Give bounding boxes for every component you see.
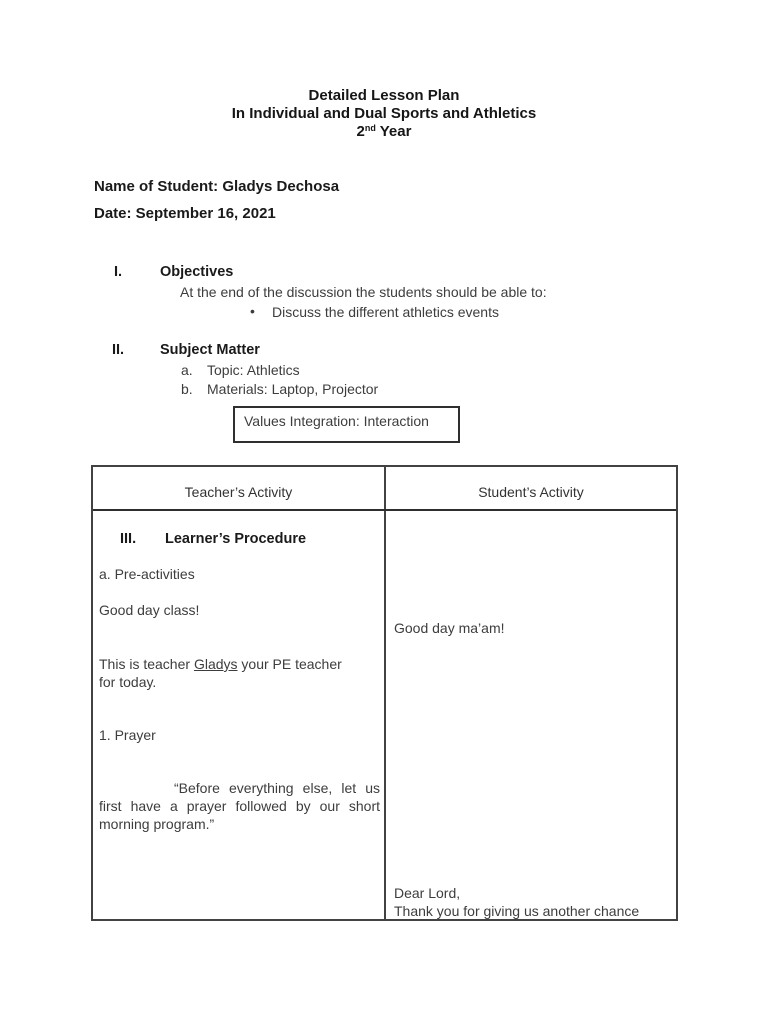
prayer-quote-line3: morning program.” — [99, 816, 215, 832]
topic-item-text: Topic: Athletics — [207, 362, 300, 378]
values-integration-box: Values Integration: Interaction — [233, 406, 460, 443]
prayer-step-label: 1. Prayer — [99, 727, 156, 743]
objectives-intro: At the end of the discussion the student… — [180, 284, 547, 300]
bullet-marker: • — [250, 303, 255, 319]
teacher-activity-header: Teacher’s Activity — [184, 483, 293, 500]
title-line-1: Detailed Lesson Plan — [308, 87, 460, 104]
pre-activities-label: a. Pre-activities — [99, 566, 195, 582]
subject-matter-heading: Subject Matter — [160, 342, 260, 358]
teacher-name-underlined: Gladys — [193, 656, 238, 672]
title-year-suffix: Year — [375, 123, 412, 140]
teacher-intro-line1: This is teacher Gladys your PE teacher — [99, 655, 342, 673]
student-activity-header: Student’s Activity — [478, 483, 584, 500]
student-name-line: Name of Student: Gladys Dechosa — [94, 178, 340, 195]
teacher-intro-line2: for today. — [99, 674, 157, 690]
teacher-intro-before: This is teacher — [99, 656, 194, 672]
materials-item-marker: b. — [181, 381, 193, 397]
student-prayer-line1: Dear Lord, — [394, 885, 461, 901]
table-column-divider — [384, 467, 386, 919]
procedure-heading: Learner’s Procedure — [165, 531, 307, 547]
title-year-number: 2 — [356, 123, 365, 140]
title-line-2: In Individual and Dual Sports and Athlet… — [231, 105, 537, 122]
prayer-quote-line2: first have a prayer followed by our shor… — [99, 798, 380, 814]
objectives-heading: Objectives — [160, 264, 234, 280]
student-greeting: Good day ma’am! — [394, 620, 505, 636]
student-prayer-line2: Thank you for giving us another chance — [394, 903, 640, 919]
subject-matter-numeral: II. — [112, 342, 125, 358]
topic-item-marker: a. — [181, 362, 193, 378]
title-year-ordinal: nd — [364, 123, 376, 133]
document-title: Detailed Lesson Plan In Individual and D… — [0, 87, 768, 142]
activity-table: Teacher’s Activity Student’s Activity II… — [91, 465, 678, 921]
teacher-greeting: Good day class! — [99, 602, 200, 618]
table-header-separator — [93, 509, 676, 511]
objectives-numeral: I. — [114, 264, 123, 280]
materials-item-text: Materials: Laptop, Projector — [207, 381, 379, 397]
procedure-numeral: III. — [120, 531, 137, 547]
prayer-quote-line1: “Before everything else, let us — [174, 780, 380, 796]
teacher-intro-after: your PE teacher — [237, 656, 342, 672]
values-integration-text: Values Integration: Interaction — [244, 413, 429, 429]
date-line: Date: September 16, 2021 — [94, 205, 276, 222]
title-line-3: 2nd Year — [0, 123, 768, 142]
objectives-bullet-text: Discuss the different athletics events — [272, 304, 499, 320]
